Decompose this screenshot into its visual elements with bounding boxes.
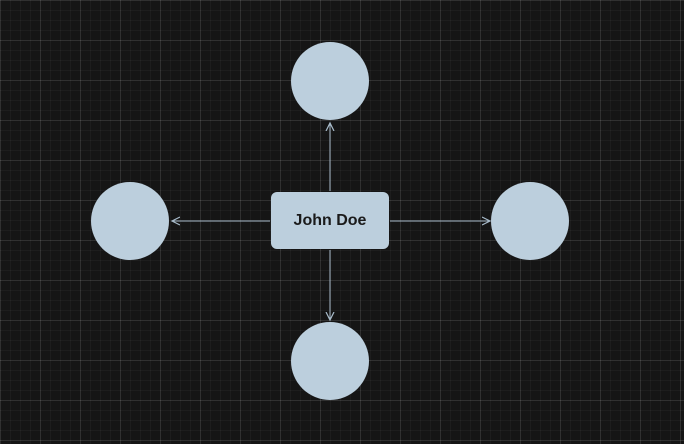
node-top-circle[interactable]: [291, 42, 369, 120]
center-node-john-doe[interactable]: John Doe: [271, 192, 389, 249]
node-left-circle[interactable]: [91, 182, 169, 260]
node-bottom-circle[interactable]: [291, 322, 369, 400]
center-node-label: John Doe: [293, 211, 367, 229]
node-right-circle[interactable]: [491, 182, 569, 260]
